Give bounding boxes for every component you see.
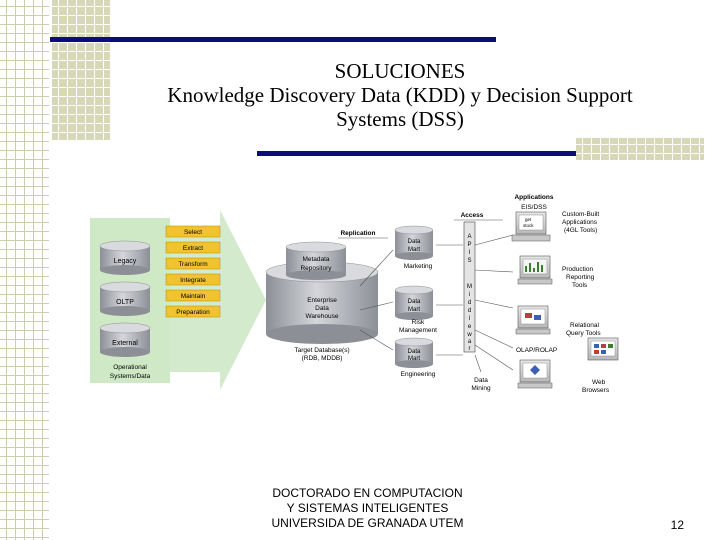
svg-text:Integrate: Integrate xyxy=(180,277,206,284)
app-production-reporting-1: Production xyxy=(562,266,593,273)
computer-icon xyxy=(518,256,552,284)
applications-label: Applications xyxy=(514,194,553,201)
etl-step-preparation: Preparation xyxy=(166,306,220,317)
svg-text:d: d xyxy=(468,300,471,306)
svg-text:S: S xyxy=(467,258,471,264)
svg-text:Mart: Mart xyxy=(408,356,420,362)
svg-text:Data: Data xyxy=(408,239,421,245)
data-mart-marketing: Data Mart Marketing xyxy=(395,226,433,270)
app-eis-dss-label: EIS/DSS xyxy=(521,204,547,211)
target-caption-1: Target Database(s) xyxy=(294,347,349,354)
svg-text:Engineering: Engineering xyxy=(401,371,436,378)
svg-text:Data: Data xyxy=(315,305,329,312)
svg-text:M: M xyxy=(467,284,472,290)
svg-text:Metadata: Metadata xyxy=(302,256,329,263)
svg-text:Preparation: Preparation xyxy=(176,309,210,316)
external-source: External xyxy=(100,323,150,357)
computer-icon: get stock xyxy=(512,212,550,241)
svg-text:r: r xyxy=(469,346,471,352)
svg-text:Repository: Repository xyxy=(300,265,332,272)
data-mart-risk-management: Data Mart Risk Management xyxy=(395,286,437,334)
etl-step-transform: Transform xyxy=(166,258,220,269)
svg-text:External: External xyxy=(112,340,138,347)
app-relational-query-1: Relational xyxy=(570,322,599,329)
title-line-2: Knowledge Discovery Data (KDD) y Decisio… xyxy=(110,82,690,108)
kdd-dss-architecture-diagram: Legacy OLTP External Operational Systems… xyxy=(88,190,633,395)
app-custom-built-3: (4GL Tools) xyxy=(564,227,597,234)
computer-icon xyxy=(516,306,550,334)
app-olap-rolap-label: OLAP/ROLAP xyxy=(516,347,557,354)
data-mining-label-2: Mining xyxy=(471,385,491,392)
svg-text:Warehouse: Warehouse xyxy=(306,313,339,320)
access-label: Access xyxy=(461,212,484,219)
svg-text:Mart: Mart xyxy=(408,307,420,313)
etl-step-select: Select xyxy=(166,226,220,237)
svg-text:l: l xyxy=(469,316,470,322)
svg-text:Marketing: Marketing xyxy=(404,263,433,270)
footer-line-2: Y SISTEMAS INTELIGENTES xyxy=(240,501,495,516)
app-relational-query-2: Query Tools xyxy=(566,330,601,337)
svg-text:Maintain: Maintain xyxy=(181,293,206,300)
app-production-reporting-2: Reporting xyxy=(566,274,595,281)
svg-text:Data: Data xyxy=(408,349,421,355)
footer-credits: DOCTORADO EN COMPUTACION Y SISTEMAS INTE… xyxy=(240,486,495,531)
computer-icon xyxy=(588,338,618,360)
data-mart-engineering: Data Mart Engineering xyxy=(395,338,436,378)
svg-text:Enterprise: Enterprise xyxy=(307,297,337,304)
app-custom-built-1: Custom-Built xyxy=(562,211,599,218)
svg-text:w: w xyxy=(466,332,472,338)
decorative-grid-strip xyxy=(0,0,52,540)
footer-line-1: DOCTORADO EN COMPUTACION xyxy=(240,486,495,501)
api-middleware-bar: A P I S M i d d l e w a r xyxy=(464,222,475,352)
title-line-3: Systems (DSS) xyxy=(110,106,690,132)
app-custom-built-2: Applications xyxy=(562,219,598,226)
etl-step-maintain: Maintain xyxy=(166,290,220,301)
decorative-olive-block-top xyxy=(52,0,110,140)
svg-text:Select: Select xyxy=(184,229,202,236)
legacy-source: Legacy xyxy=(100,241,150,275)
etl-step-extract: Extract xyxy=(166,242,220,253)
svg-text:i: i xyxy=(469,292,470,298)
computer-icon xyxy=(518,360,552,388)
svg-text:get: get xyxy=(525,217,532,222)
svg-text:Extract: Extract xyxy=(183,245,203,252)
svg-text:Management: Management xyxy=(399,327,437,334)
svg-text:Legacy: Legacy xyxy=(114,258,137,265)
app-web-browsers-2: Browsers xyxy=(582,387,610,394)
decorative-olive-block-right xyxy=(576,138,704,160)
svg-text:Risk: Risk xyxy=(412,319,425,326)
title-line-1: SOLUCIONES xyxy=(110,58,690,84)
app-production-reporting-3: Tools xyxy=(572,282,588,289)
svg-text:P: P xyxy=(467,242,471,248)
etl-step-integrate: Integrate xyxy=(166,274,220,285)
sources-caption-2: Systems/Data xyxy=(110,373,151,380)
svg-text:d: d xyxy=(468,308,471,314)
svg-text:Mart: Mart xyxy=(408,247,420,253)
footer-line-3: UNIVERSIDA DE GRANADA UTEM xyxy=(240,516,495,531)
top-accent-bar xyxy=(50,37,496,42)
oltp-source: OLTP xyxy=(100,282,150,316)
target-caption-2: (RDB, MDDB) xyxy=(302,355,343,362)
svg-text:A: A xyxy=(467,234,471,240)
page-number: 12 xyxy=(671,518,684,532)
svg-text:OLTP: OLTP xyxy=(116,299,134,306)
svg-text:Data: Data xyxy=(408,299,421,305)
svg-text:Transform: Transform xyxy=(178,261,207,268)
svg-text:stock: stock xyxy=(523,223,534,228)
app-web-browsers-1: Web xyxy=(592,379,606,386)
metadata-repository: Metadata Repository xyxy=(286,242,346,280)
replication-label: Replication xyxy=(340,230,375,237)
data-mining-label-1: Data xyxy=(474,377,488,384)
sources-caption-1: Operational xyxy=(113,364,147,371)
